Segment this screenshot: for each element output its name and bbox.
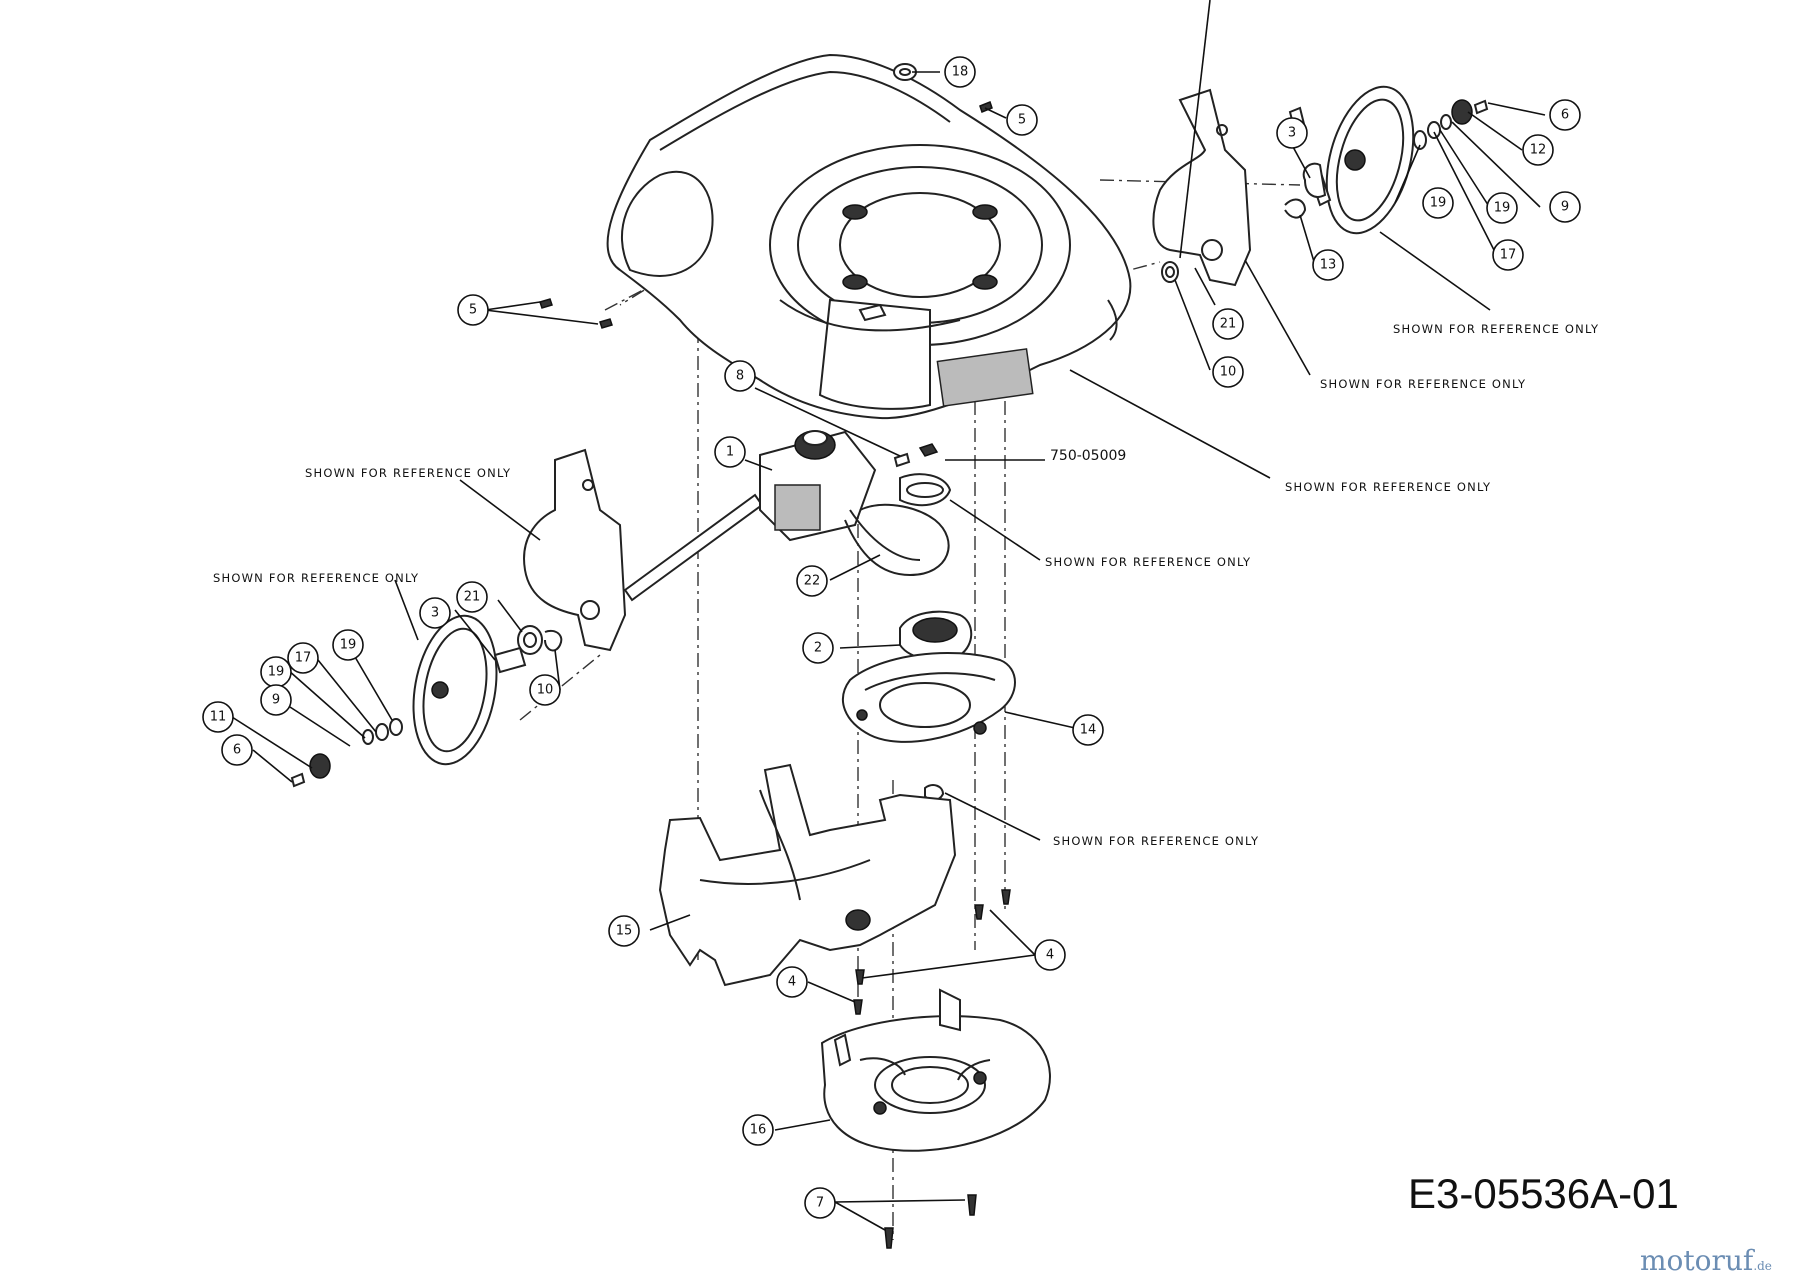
svg-text:21: 21 <box>1220 317 1237 332</box>
callout-4: 4 <box>1034 939 1066 971</box>
callout-4: 4 <box>776 966 808 998</box>
callout-5: 5 <box>457 294 489 326</box>
svg-text:7: 7 <box>816 1196 824 1211</box>
svg-text:3: 3 <box>431 606 439 621</box>
callout-5: 5 <box>1006 104 1038 136</box>
svg-text:9: 9 <box>272 693 280 708</box>
svg-text:19: 19 <box>1494 201 1511 216</box>
svg-text:14: 14 <box>1080 723 1097 738</box>
svg-text:17: 17 <box>1500 248 1517 263</box>
screws <box>539 101 1011 1249</box>
svg-text:5: 5 <box>469 303 477 318</box>
callout-1: 1 <box>714 436 746 468</box>
callout-12: 12 <box>1522 134 1554 166</box>
part-number-note: 750-05009 <box>1050 448 1126 464</box>
discharge-chute <box>658 763 957 987</box>
svg-text:8: 8 <box>736 369 744 384</box>
callout-3: 3 <box>419 597 451 629</box>
callout-19: 19 <box>332 629 364 661</box>
svg-text:22: 22 <box>804 574 821 589</box>
callout-7: 7 <box>804 1187 836 1219</box>
brand-watermark: motoruf.de <box>1640 1244 1772 1277</box>
svg-text:16: 16 <box>750 1123 767 1138</box>
svg-text:19: 19 <box>340 638 357 653</box>
callout-2: 2 <box>802 632 834 664</box>
callout-11: 11 <box>202 701 234 733</box>
svg-text:10: 10 <box>1220 365 1237 380</box>
brand-name: motoruf <box>1640 1244 1754 1277</box>
svg-text:4: 4 <box>788 975 796 990</box>
svg-text:6: 6 <box>1561 108 1569 123</box>
transmission-assembly <box>623 430 952 602</box>
callout-19: 19 <box>260 656 292 688</box>
svg-text:13: 13 <box>1320 258 1337 273</box>
right-wheel-assembly <box>1152 85 1489 287</box>
callout-10: 10 <box>529 674 561 706</box>
svg-text:17: 17 <box>295 651 312 666</box>
mower-deck <box>606 53 1132 420</box>
callout-17: 17 <box>1492 239 1524 271</box>
svg-text:12: 12 <box>1530 143 1547 158</box>
svg-text:1: 1 <box>726 445 734 460</box>
reference-note-pulley: SHOWN FOR REFERENCE ONLY <box>1045 555 1251 569</box>
brand-tld: .de <box>1753 1259 1772 1273</box>
fan-housing <box>820 988 1051 1152</box>
callout-17: 17 <box>287 642 319 674</box>
svg-text:19: 19 <box>1430 196 1447 211</box>
callout-21: 21 <box>456 581 488 613</box>
callout-15: 15 <box>608 915 640 947</box>
svg-text:18: 18 <box>952 65 969 80</box>
callout-8: 8 <box>724 360 756 392</box>
callout-18: 18 <box>944 56 976 88</box>
callout-3: 3 <box>1276 117 1308 149</box>
svg-text:6: 6 <box>233 743 241 758</box>
svg-text:21: 21 <box>464 590 481 605</box>
callout-19: 19 <box>1486 192 1518 224</box>
diagram-code: E3-05536A-01 <box>1408 1170 1679 1217</box>
left-wheel-assembly <box>290 448 627 788</box>
svg-text:15: 15 <box>616 924 633 939</box>
svg-text:5: 5 <box>1018 113 1026 128</box>
callout-6: 6 <box>221 734 253 766</box>
callout-22: 22 <box>796 565 828 597</box>
callout-9: 9 <box>260 684 292 716</box>
reference-note-deck: SHOWN FOR REFERENCE ONLY <box>1285 480 1491 494</box>
callout-6: 6 <box>1549 99 1581 131</box>
reference-note-left-wheel: SHOWN FOR REFERENCE ONLY <box>213 571 419 585</box>
callout-19: 19 <box>1422 187 1454 219</box>
svg-text:2: 2 <box>814 641 822 656</box>
reference-note-left-bracket: SHOWN FOR REFERENCE ONLY <box>305 466 511 480</box>
reference-note-right-wheel: SHOWN FOR REFERENCE ONLY <box>1393 322 1599 336</box>
leader-lines <box>231 0 1546 1231</box>
callout-16: 16 <box>742 1114 774 1146</box>
svg-text:3: 3 <box>1288 126 1296 141</box>
reference-note-nut: SHOWN FOR REFERENCE ONLY <box>1053 834 1259 848</box>
svg-text:11: 11 <box>210 710 227 725</box>
callout-9: 9 <box>1549 191 1581 223</box>
reference-notes: SHOWN FOR REFERENCE ONLY SHOWN FOR REFER… <box>213 322 1599 848</box>
svg-text:9: 9 <box>1561 200 1569 215</box>
callout-10: 10 <box>1212 356 1244 388</box>
reference-note-right-bracket: SHOWN FOR REFERENCE ONLY <box>1320 377 1526 391</box>
callout-14: 14 <box>1072 714 1104 746</box>
callout-bubbles: 18 5 5 6 12 9 19 19 17 3 13 21 10 8 1 22… <box>202 56 1581 1219</box>
callout-21: 21 <box>1212 308 1244 340</box>
svg-text:19: 19 <box>268 665 285 680</box>
blade-adapter-and-baffle <box>841 610 1016 802</box>
svg-text:10: 10 <box>537 683 554 698</box>
svg-text:4: 4 <box>1046 948 1054 963</box>
callout-13: 13 <box>1312 249 1344 281</box>
